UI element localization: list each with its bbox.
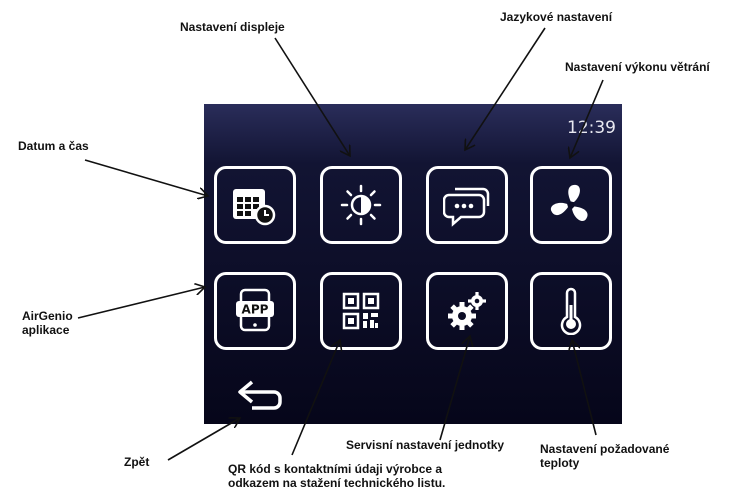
callout-language-settings: Jazykové nastavení bbox=[500, 10, 613, 24]
display-settings-tile[interactable] bbox=[320, 166, 402, 244]
arrow-date-time bbox=[84, 159, 208, 196]
callout-qr-code: QR kód s kontaktními údaji výrobce a odk… bbox=[228, 462, 445, 490]
callout-airgenio-app-line1: AirGenio bbox=[22, 309, 73, 323]
callout-date-time: Datum a čas bbox=[18, 139, 89, 153]
airgenio-app-tile[interactable]: APP bbox=[214, 272, 296, 350]
clock: 12:39 bbox=[567, 118, 616, 138]
gears-icon bbox=[448, 292, 486, 330]
callout-temperature-line1: Nastavení požadované bbox=[540, 442, 670, 456]
callout-temperature-line2: teploty bbox=[540, 456, 580, 470]
callout-qr-code-line1: QR kód s kontaktními údaji výrobce a bbox=[228, 462, 443, 476]
date-time-tile[interactable] bbox=[214, 166, 296, 244]
ventilation-power-tile[interactable] bbox=[530, 166, 612, 244]
language-settings-tile[interactable] bbox=[426, 166, 508, 244]
callout-display-settings: Nastavení displeje bbox=[180, 20, 285, 34]
callout-airgenio-app: AirGenio aplikace bbox=[22, 309, 73, 337]
app-icon: APP bbox=[236, 288, 274, 332]
callout-service-settings: Servisní nastavení jednotky bbox=[346, 438, 505, 452]
callout-qr-code-line2: odkazem na stažení technického listu. bbox=[228, 476, 446, 490]
chat-bubbles-icon bbox=[443, 187, 490, 227]
calendar-icon bbox=[233, 189, 276, 226]
qr-code-icon bbox=[342, 292, 380, 330]
arrow-airgenio-app bbox=[77, 287, 205, 319]
arrow-back bbox=[167, 418, 240, 461]
app-icon-text: APP bbox=[242, 303, 269, 317]
callout-back: Zpět bbox=[124, 455, 150, 469]
qr-code-tile[interactable] bbox=[320, 272, 402, 350]
service-settings-tile[interactable] bbox=[426, 272, 508, 350]
back-arrow-icon bbox=[238, 380, 282, 410]
callout-temperature: Nastavení požadované teploty bbox=[540, 442, 669, 470]
brightness-icon bbox=[340, 184, 382, 226]
back-button[interactable] bbox=[232, 376, 288, 416]
temperature-settings-tile[interactable] bbox=[530, 272, 612, 350]
thermometer-icon bbox=[560, 287, 582, 335]
callout-ventilation-power: Nastavení výkonu větrání bbox=[565, 60, 710, 74]
fan-icon bbox=[550, 184, 588, 221]
device-screen: 12:39 bbox=[204, 104, 622, 424]
callout-airgenio-app-line2: aplikace bbox=[22, 323, 70, 337]
